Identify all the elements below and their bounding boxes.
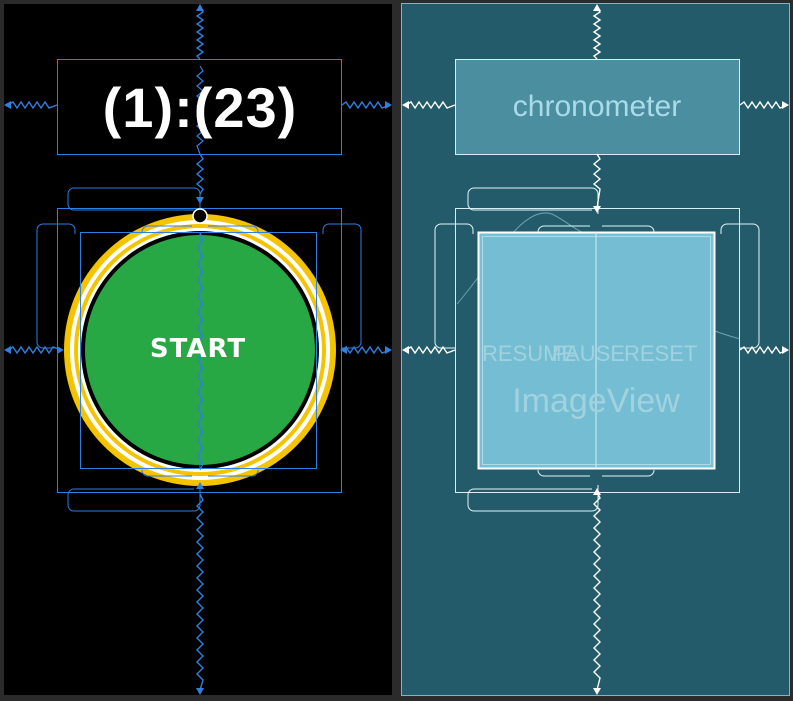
start-button[interactable]: START xyxy=(149,334,247,364)
design-surface[interactable]: (1):(23) START xyxy=(4,4,392,695)
reset-button[interactable]: RESET xyxy=(624,341,698,366)
chronometer-label[interactable]: chronometer xyxy=(512,90,682,123)
blueprint-surface[interactable]: chronometer RESUME PAUSE RESET ImageView xyxy=(401,3,790,696)
resume-button[interactable]: RESUME xyxy=(482,341,577,366)
chronometer-box xyxy=(455,59,740,155)
imageview-label[interactable]: ImageView xyxy=(512,381,680,420)
pause-button[interactable]: PAUSE xyxy=(552,341,625,366)
constraint-overlay xyxy=(4,4,392,695)
blueprint-overlay xyxy=(402,4,789,695)
chronometer-text: (1):(23) xyxy=(102,75,298,139)
